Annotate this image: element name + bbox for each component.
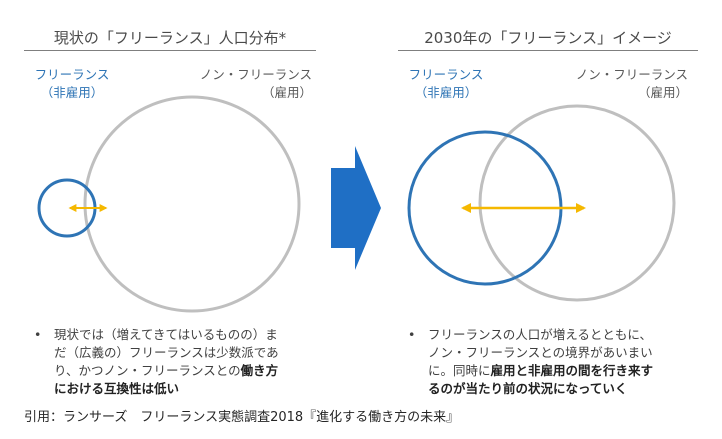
left-panel-title: 現状の「フリーランス」人口分布*: [53, 29, 287, 47]
right-bullet-line1: フリーランスの人口が増えるとともに、: [428, 327, 653, 342]
left-nonfreelance-sublabel: （雇用）: [261, 85, 312, 100]
left-freelance-sublabel: （非雇用）: [40, 85, 104, 100]
right-panel-title: 2030年の「フリーランス」イメージ: [424, 29, 672, 47]
left-bullet-text: 現状では（増えてきてはいるものの）ま だ（広義の）フリーランスは少数派であ り、…: [54, 326, 322, 398]
left-bullet-line1: 現状では（増えてきてはいるものの）ま: [54, 327, 278, 342]
left-title-rule: [24, 50, 316, 51]
right-freelance-label: フリーランス （非雇用）: [392, 66, 500, 102]
left-bullet-line3: り、かつノン・フリーランスとの働き方: [54, 362, 322, 380]
right-nonfreelance-label: ノン・フリーランス （雇用）: [540, 66, 688, 102]
right-title-rule: [398, 50, 698, 51]
left-nonfreelance-label: ノン・フリーランス （雇用）: [170, 66, 312, 102]
left-bullet-dot: •: [34, 327, 42, 342]
left-bullet-line3-plain: り、かつノン・フリーランスとの: [54, 363, 241, 378]
left-bullet-line4-bold: における互換性は低い: [54, 381, 180, 396]
right-bullet-dot: •: [408, 327, 416, 342]
right-nonfreelance-sublabel: （雇用）: [637, 85, 688, 100]
left-bullet-line2: だ（広義の）フリーランスは少数派であ: [54, 345, 279, 360]
right-bullet-line2: ノン・フリーランスとの境界があいまい: [428, 345, 653, 360]
left-freelance-label: フリーランス （非雇用）: [18, 66, 126, 102]
right-bullet-line3-plain: に。同時に: [428, 363, 491, 378]
left-bullet-line4: における互換性は低い: [54, 380, 322, 398]
left-bullet-line3-bold: 働き方: [240, 363, 279, 378]
right-freelance-sublabel: （非雇用）: [414, 85, 478, 100]
right-bullet-text: フリーランスの人口が増えるとともに、 ノン・フリーランスとの境界があいまい に。…: [428, 326, 708, 398]
left-nonfreelance-circle: [83, 95, 301, 313]
right-bullet-line4-bold: るのが当たり前の状況になっていく: [428, 381, 628, 396]
right-bullet-line4: るのが当たり前の状況になっていく: [428, 380, 708, 398]
left-freelance-label-text: フリーランス: [34, 67, 110, 82]
citation-text: 引用：ランサーズ フリーランス実態調査2018『進化する働き方の未来』: [24, 410, 460, 425]
right-bullet-line3-bold: 雇用と非雇用の間を行き来す: [490, 363, 654, 378]
left-nonfreelance-label-text: ノン・フリーランス: [199, 67, 312, 82]
transition-arrow-icon: [331, 146, 381, 270]
right-bullet-line3: に。同時に雇用と非雇用の間を行き来す: [428, 362, 708, 380]
right-nonfreelance-label-text: ノン・フリーランス: [575, 67, 688, 82]
right-freelance-label-text: フリーランス: [408, 67, 484, 82]
